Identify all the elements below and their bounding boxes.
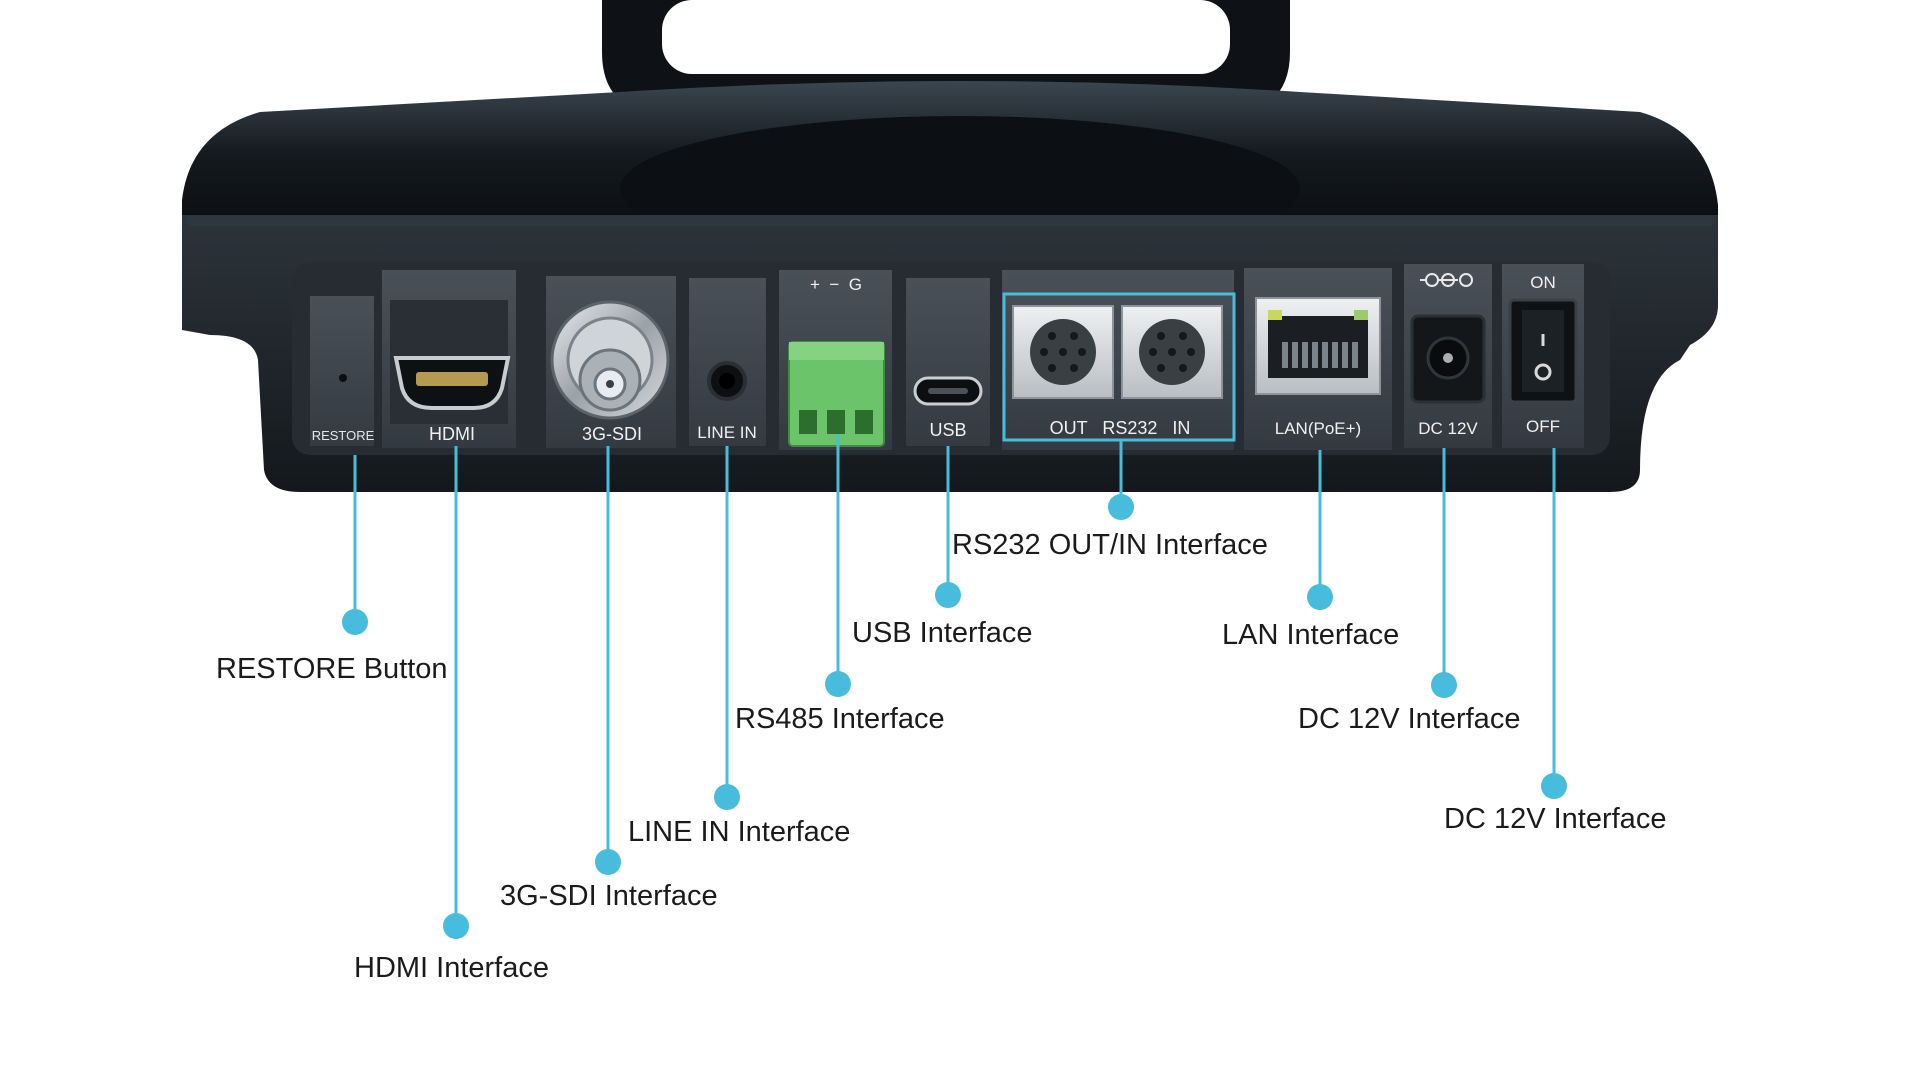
body-highlight [186, 216, 1714, 226]
dc-port: DC 12V [1404, 264, 1492, 448]
callout-line-in-interface: LINE IN Interface [628, 816, 851, 848]
rs232-port-label: OUT RS232 IN [1050, 418, 1191, 438]
usb-port: USB [906, 278, 990, 446]
callout-rs232-interface: RS232 OUT/IN Interface [952, 529, 1268, 561]
callout-hdmi-interface: HDMI Interface [354, 952, 549, 984]
restore-port: RESTORE [310, 296, 375, 446]
restore-port-label: RESTORE [312, 428, 375, 443]
power-switch-port: ON OFF [1502, 264, 1584, 448]
callout-restore-button: RESTORE Button [216, 653, 448, 685]
callout-rs485-interface: RS485 Interface [735, 703, 945, 735]
dc-port-label: DC 12V [1418, 419, 1478, 438]
restore-pinhole[interactable] [339, 374, 347, 382]
marker-sdi [595, 849, 621, 875]
switch-off-label: OFF [1526, 417, 1560, 436]
usb-port-label: USB [929, 420, 966, 440]
callout-power-switch-interface: DC 12V Interface [1444, 803, 1667, 835]
marker-switch [1541, 773, 1567, 799]
marker-line-in [714, 784, 740, 810]
marker-restore [342, 609, 368, 635]
callout-lan-interface: LAN Interface [1222, 619, 1400, 651]
hdmi-port: HDMI [382, 270, 516, 448]
lan-port-label: LAN(PoE+) [1275, 419, 1361, 438]
callout-dc-interface: DC 12V Interface [1298, 703, 1521, 735]
marker-dc [1431, 672, 1457, 698]
rs485-pin-labels: + − G [810, 275, 862, 294]
switch-on-label: ON [1530, 273, 1556, 292]
rs485-port: + − G [779, 270, 892, 450]
polarity-icon [1420, 273, 1473, 287]
rs232-port: OUT RS232 IN [1002, 270, 1236, 450]
lan-port: LAN(PoE+) [1244, 268, 1392, 450]
callout-sdi-interface: 3G-SDI Interface [500, 880, 718, 912]
line-in-port-label: LINE IN [697, 423, 757, 442]
sdi-port: 3G-SDI [546, 276, 676, 448]
rs232-highlight-frame [1002, 292, 1236, 442]
line-in-port: LINE IN [689, 278, 766, 446]
hdmi-port-label: HDMI [429, 424, 475, 444]
handle-window [662, 0, 1230, 74]
marker-rs232 [1108, 494, 1134, 520]
marker-usb [935, 582, 961, 608]
marker-lan [1307, 584, 1333, 610]
callout-usb-interface: USB Interface [852, 617, 1033, 649]
marker-hdmi [443, 913, 469, 939]
marker-rs485 [825, 671, 851, 697]
sdi-port-label: 3G-SDI [582, 424, 642, 444]
